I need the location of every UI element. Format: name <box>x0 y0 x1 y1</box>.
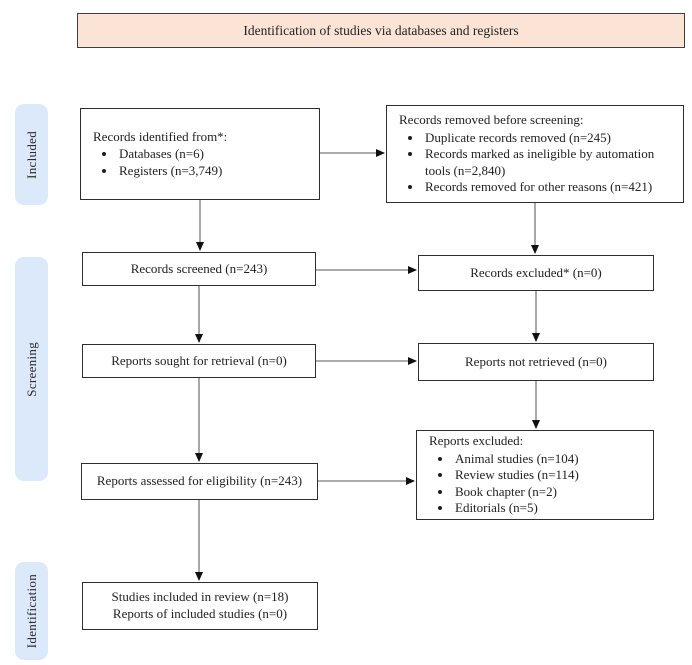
box-records-removed-title: Records removed before screening: <box>399 111 584 127</box>
stage-bar-identification: Identification <box>15 562 48 660</box>
box-reports-sought: Reports sought for retrieval (n=0) <box>82 344 316 378</box>
box-studies-included: Studies included in review (n=18) Report… <box>82 582 318 630</box>
box-records-excluded: Records excluded* (n=0) <box>418 255 654 291</box>
box-records-identified-list: Databases (n=6) Registers (n=3,749) <box>93 146 311 179</box>
box-reports-sought-label: Reports sought for retrieval (n=0) <box>111 352 287 368</box>
box-studies-included-line2: Reports of included studies (n=0) <box>112 606 288 621</box>
box-records-excluded-label: Records excluded* (n=0) <box>470 264 602 280</box>
box-reports-excluded-title: Reports excluded: <box>429 432 524 448</box>
box-reports-not-retrieved-label: Reports not retrieved (n=0) <box>465 353 607 369</box>
list-item: Review studies (n=114) <box>453 467 645 484</box>
box-reports-excluded-list: Animal studies (n=104) Review studies (n… <box>429 451 645 518</box>
stage-label-identification: Identification <box>23 573 39 649</box>
list-item: Book chapter (n=2) <box>453 484 645 501</box>
box-records-screened: Records screened (n=243) <box>82 252 316 286</box>
diagram-title: Identification of studies via databases … <box>243 22 519 38</box>
box-records-removed-list: Duplicate records removed (n=245) Record… <box>399 130 675 197</box>
box-reports-assessed: Reports assessed for eligibility (n=243) <box>81 463 318 500</box>
box-studies-included-line1: Studies included in review (n=18) <box>111 589 289 605</box>
stage-label-screening: Screening <box>23 341 39 397</box>
box-reports-assessed-label: Reports assessed for eligibility (n=243) <box>96 473 303 489</box>
stage-bar-included: Included <box>15 104 48 205</box>
list-item: Records marked as ineligible by automati… <box>423 146 675 179</box>
box-records-identified: Records identified from*: Databases (n=6… <box>80 108 320 200</box>
box-reports-excluded: Reports excluded: Animal studies (n=104)… <box>416 430 654 520</box>
list-item: Databases (n=6) <box>117 146 311 163</box>
stage-label-included: Included <box>23 130 39 179</box>
box-records-screened-label: Records screened (n=243) <box>130 260 268 276</box>
list-item: Registers (n=3,749) <box>117 163 311 180</box>
list-item: Records removed for other reasons (n=421… <box>423 179 675 196</box>
box-records-identified-title: Records identified from*: <box>93 128 228 144</box>
list-item: Editorials (n=5) <box>453 500 645 517</box>
diagram-title-banner: Identification of studies via databases … <box>77 13 685 48</box>
stage-bar-screening: Screening <box>15 257 48 481</box>
list-item: Duplicate records removed (n=245) <box>423 130 675 147</box>
list-item: Animal studies (n=104) <box>453 451 645 468</box>
box-records-removed: Records removed before screening: Duplic… <box>386 105 684 203</box>
box-reports-not-retrieved: Reports not retrieved (n=0) <box>418 343 654 381</box>
